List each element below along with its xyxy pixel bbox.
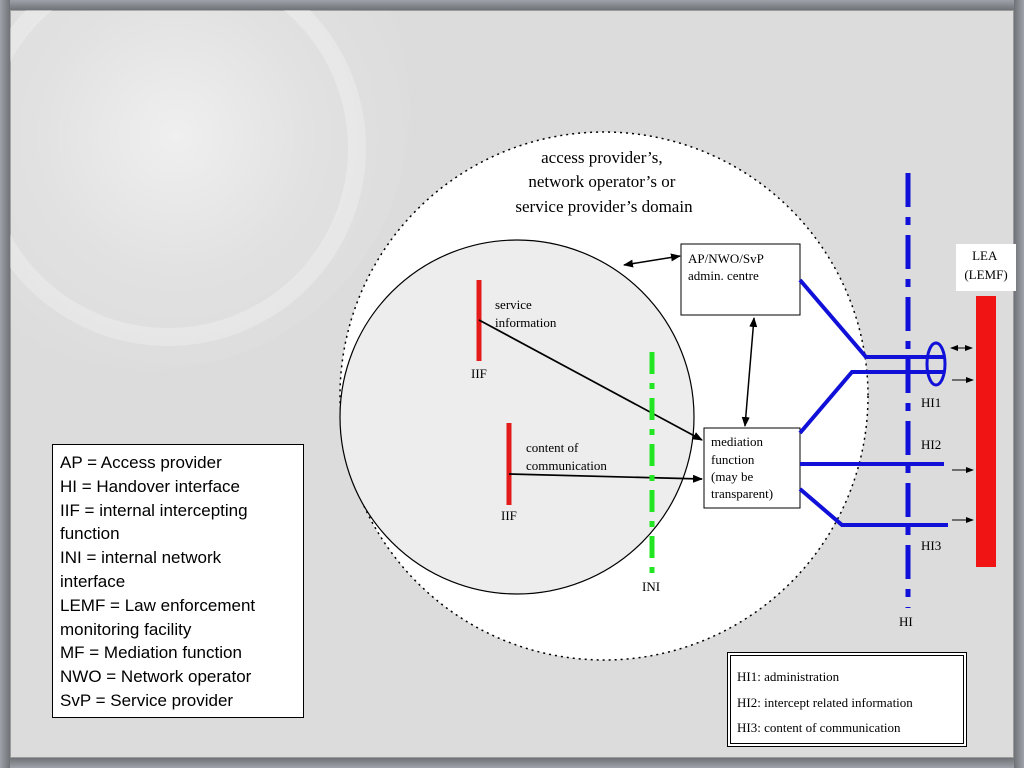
hi1-line-upper	[798, 278, 944, 359]
frame-left	[0, 0, 10, 768]
abbrev-mf: MF = Mediation function	[60, 643, 242, 663]
abbrev-ap: AP = Access provider	[60, 453, 222, 472]
service-information-label: service information	[495, 297, 557, 330]
lea-label: LEA (LEMF)	[964, 248, 1007, 282]
hi1-bundle-ring	[925, 341, 947, 387]
abbreviations-legend: AP = Access provider HI = Handover inter…	[52, 444, 304, 718]
hi1-legend-item: HI1: administration	[737, 669, 840, 684]
admin-centre-label: AP/NWO/SvP admin. centre	[688, 251, 767, 283]
hi1-label: HI1	[921, 395, 941, 410]
network-circle	[339, 239, 695, 595]
hi3-label: HI3	[921, 538, 941, 553]
ini-label: INI	[642, 579, 660, 594]
abbrev-iif: IIF = internal intercepting	[60, 500, 248, 520]
hi2-label: HI2	[921, 437, 941, 452]
abbrev-svp: SvP = Service provider	[60, 690, 234, 710]
hi-label: HI	[899, 614, 913, 629]
abbrev-ini: INI = internal network	[60, 548, 222, 568]
hi-legend: HI1: administration HI2: intercept relat…	[727, 652, 967, 747]
mediation-function-label: mediation function (may be transparent)	[711, 434, 773, 501]
lea-label-box	[956, 244, 1016, 291]
iif-upper-label: IIF	[471, 366, 487, 381]
hi1-line-lower	[798, 370, 944, 435]
service-information-arrow	[478, 319, 703, 441]
abbrev-lemf: LEMF = Law enforcement	[60, 595, 256, 615]
content-communication-arrow	[508, 473, 703, 483]
abbrev-iif-cont: function	[60, 524, 120, 544]
hi2-legend-item: HI2: intercept related information	[737, 694, 913, 710]
abbrev-lemf-cont: monitoring facility	[60, 619, 192, 639]
admin-centre-box	[680, 243, 801, 316]
abbrev-ini-cont: interface	[60, 571, 126, 591]
admin-link-arrow	[623, 253, 681, 268]
abbrev-hi: HI = Handover interface	[60, 476, 241, 496]
admin-mediation-arrow	[741, 317, 758, 427]
lea-bar	[976, 296, 996, 567]
hi3-legend-item: HI3: content of communication	[737, 720, 901, 735]
frame-right	[1014, 0, 1024, 768]
mediation-function-box	[703, 427, 801, 509]
hi3-line	[798, 487, 948, 527]
iif-lower-label: IIF	[501, 508, 517, 523]
domain-title: access provider’s, network operator’s or…	[515, 148, 693, 216]
frame-bottom	[0, 758, 1024, 768]
abbrev-nwo: NWO = Network operator	[60, 667, 252, 687]
content-of-communication-label: content of communication	[526, 440, 607, 473]
frame-top	[0, 0, 1024, 10]
